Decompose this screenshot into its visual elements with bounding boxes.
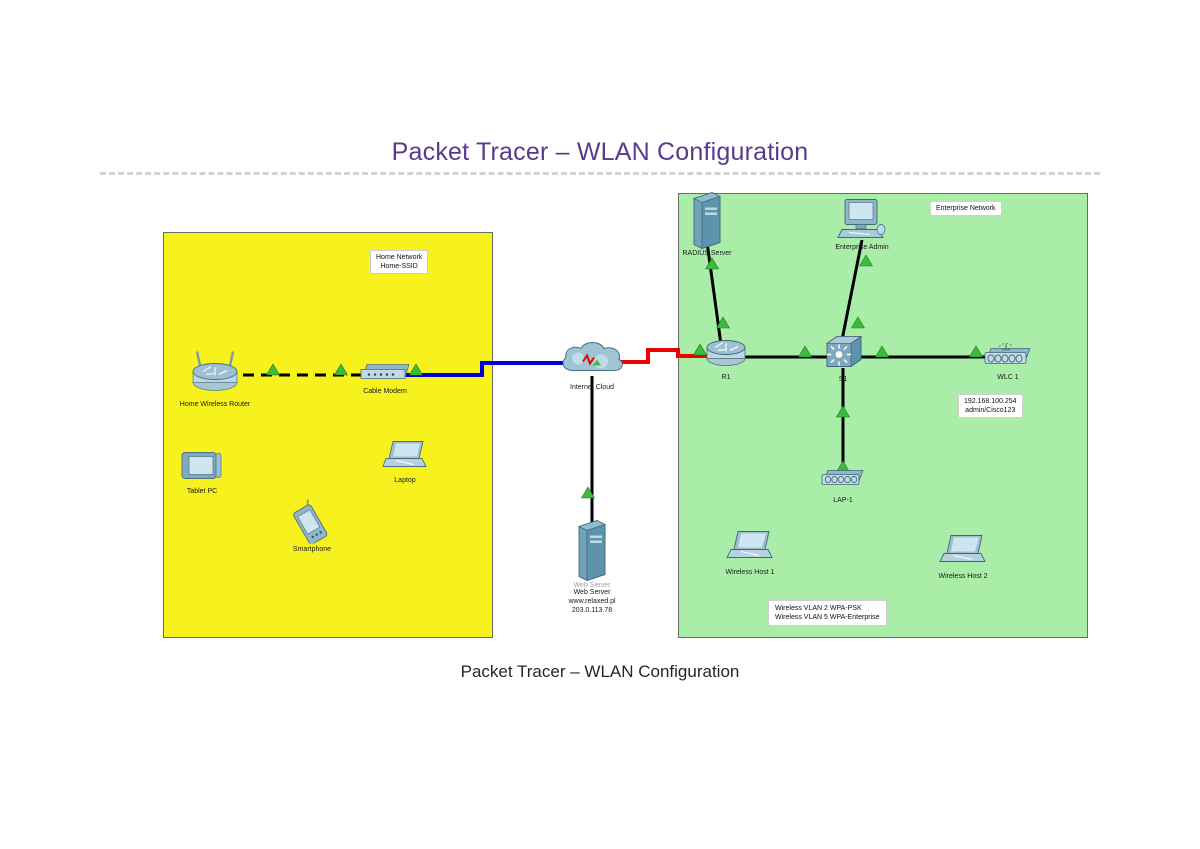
device-label-laptop: Laptop [394, 477, 416, 484]
note-home-network-line1: Home Network [376, 254, 423, 261]
device-label-web-server: Web Server [573, 589, 611, 596]
zone-home-network [163, 232, 493, 638]
router-icon [701, 337, 751, 374]
laptop-icon [939, 532, 987, 573]
device-label-enterprise-admin: Enterprise Admin [835, 244, 889, 251]
wireless-vlan-2-text: Wireless VLAN 2 WPA-PSK [775, 605, 862, 612]
desktop-pc-icon [836, 194, 888, 251]
tablet-icon [179, 449, 225, 488]
server-icon [688, 189, 726, 256]
wireless-router-icon [184, 350, 246, 401]
device-label-smartphone: Smartphone [292, 546, 332, 553]
title-divider [100, 172, 1100, 175]
page-title: Packet Tracer – WLAN Configuration [391, 138, 809, 166]
switch-icon [821, 333, 865, 378]
note-home-network: Home Network Home-SSID [370, 250, 429, 274]
device-label-s1: S1 [838, 376, 848, 383]
modem-icon [357, 358, 413, 389]
device-label-r1: R1 [721, 374, 731, 381]
laptop-icon [382, 438, 428, 477]
wireless-vlan-5-text: Wireless VLAN 5 WPA-Enterprise [775, 614, 880, 621]
device-label-internet-cloud: Internet Cloud [570, 384, 614, 391]
device-ghost-label-web-server: Web Server [573, 582, 611, 589]
device-label-tablet-pc: Tablet PC [186, 488, 218, 495]
device-label-cable-modem: Cable Modem [363, 388, 407, 395]
laptop-icon [726, 528, 774, 569]
device-label-wireless-host-2: Wireless Host 2 [938, 573, 988, 580]
network-topology-diagram: Home Network Home-SSID Enterprise Networ… [0, 180, 1200, 650]
figure-caption-wrap: Packet Tracer – WLAN Configuration [0, 662, 1200, 682]
server-icon [573, 517, 611, 588]
cloud-icon [556, 338, 628, 387]
smartphone-icon [287, 495, 337, 549]
device-label-wireless-host-1: Wireless Host 1 [725, 569, 775, 576]
title-bar: Packet Tracer – WLAN Configuration [0, 138, 1200, 167]
topology-links [243, 239, 985, 522]
web-server-domain: www.relaxed.pl [568, 598, 616, 605]
device-label-lap1: LAP-1 [833, 497, 853, 504]
note-wireless-vlans: Wireless VLAN 2 WPA-PSK Wireless VLAN 5 … [768, 600, 887, 626]
note-wlc-management: 192.168.100.254 admin/Cisco123 [958, 394, 1023, 418]
device-label-radius-server: RADIUS Server [682, 250, 732, 257]
access-point-icon [818, 464, 868, 497]
wlc-credentials: admin/Cisco123 [965, 407, 1016, 414]
figure-caption: Packet Tracer – WLAN Configuration [460, 662, 740, 681]
device-label-wlc1: WLC 1 [997, 374, 1019, 381]
note-enterprise-network: Enterprise Network [930, 201, 1002, 216]
device-label-home-wireless-router: Home Wireless Router [179, 401, 251, 408]
note-home-network-line2: Home-SSID [380, 263, 418, 270]
web-server-ip: 203.0.113.78 [571, 607, 613, 614]
wlc-management-ip: 192.168.100.254 [964, 398, 1017, 405]
wireless-lan-controller-icon [980, 340, 1036, 375]
